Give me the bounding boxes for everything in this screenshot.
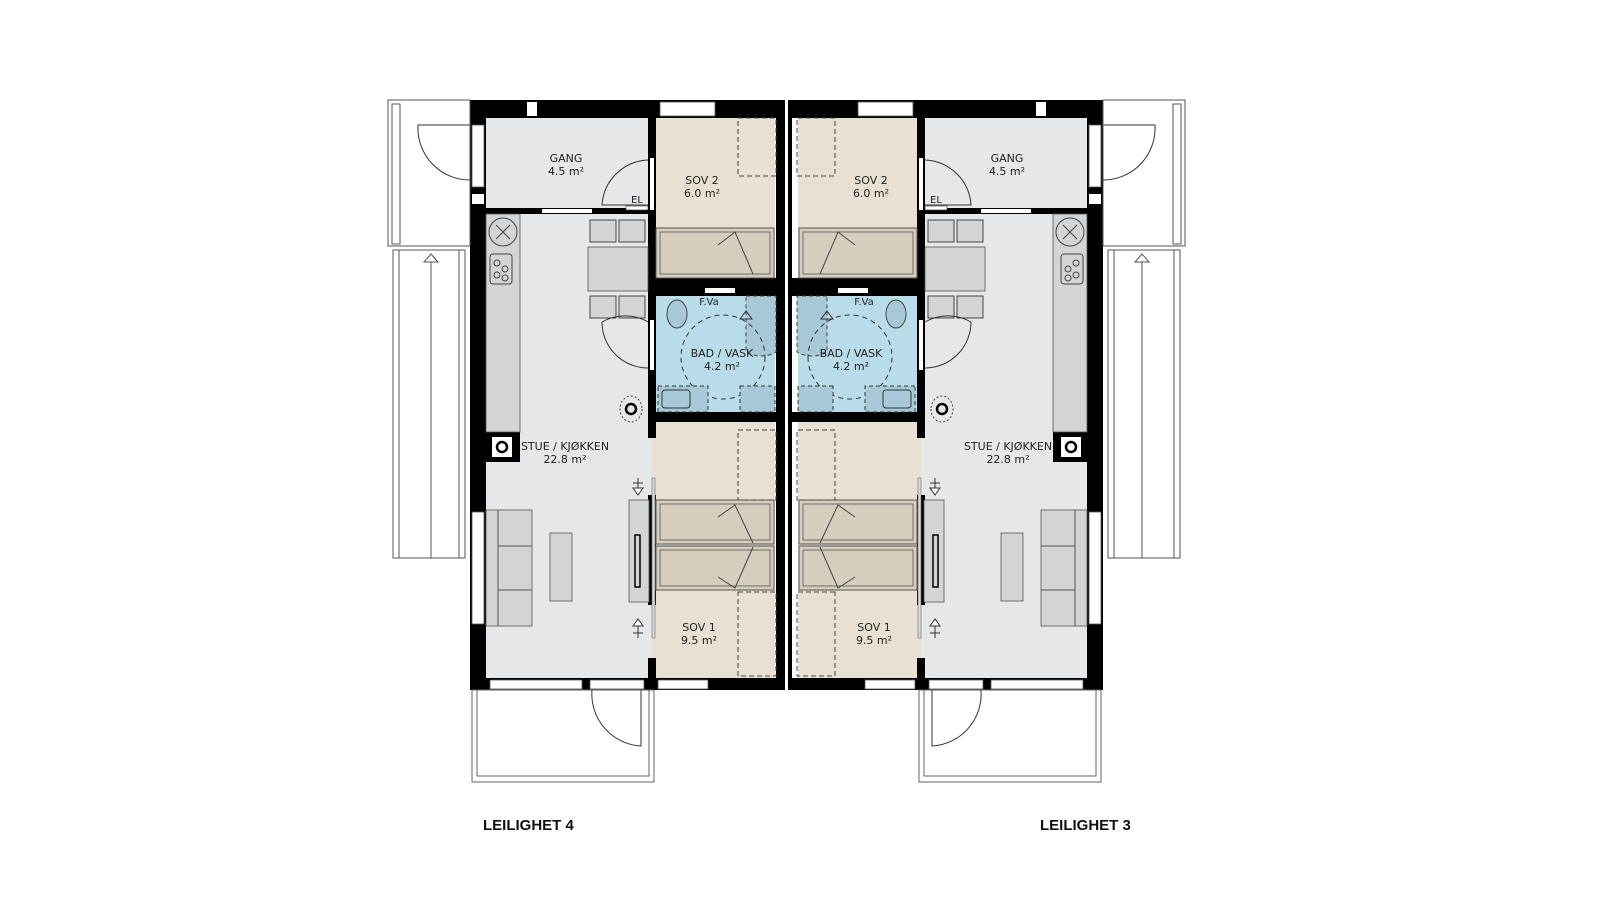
room-area-bad: 4.2 m² [704,360,740,373]
chair [589,295,617,319]
balcony [471,689,655,783]
window [527,102,537,116]
coffee-table [549,532,573,602]
room-name-sov2: SOV 2 [685,174,718,187]
wardrobe-dashed [737,117,777,177]
window [489,679,583,690]
room-area-sov2: 6.0 m² [853,187,889,200]
door-opening [650,158,654,210]
bed [655,545,775,591]
room-area-stue: 22.8 m² [986,453,1029,466]
wall-bad-sov1 [648,412,790,422]
floor-gang [486,118,648,208]
el-label: EL [930,195,942,206]
unit-title: LEILIGHET 3 [1040,817,1131,834]
opening [542,209,592,213]
unit-leilighet-3-geometry [783,99,1186,783]
washbasin-icon [661,389,691,409]
room-name-bad: BAD / VASK [691,347,755,360]
room-name-stue: STUE / KJØKKEN [521,440,609,453]
ramp [392,249,466,559]
dining-table [587,246,649,292]
porch [387,99,471,247]
unit-title: LEILIGHET 4 [483,817,575,834]
room-area-gang: 4.5 m² [989,165,1025,178]
toilet-icon [666,299,688,329]
room-area-sov2: 6.0 m² [684,187,720,200]
unit-leilighet-4: GANG 4.5 m² SOV 2 6.0 m² BAD / VASK 4.2 … [387,99,790,834]
bath-door-opening [650,320,654,370]
room-area-bad: 4.2 m² [833,360,869,373]
door-swing [601,315,649,369]
bed [655,499,775,545]
wardrobe-dashed [737,429,777,501]
room-name-bad: BAD / VASK [820,347,884,360]
wall-sov2-bad [648,278,790,296]
door-swing [601,159,649,206]
el-label: EL [631,195,643,206]
room-name-gang: GANG [991,152,1024,165]
sliding-door [651,477,656,639]
kitchen-counter [485,213,521,433]
room-name-stue: STUE / KJØKKEN [964,440,1052,453]
electric-panel [625,205,649,211]
washing-machine [739,385,776,413]
room-name-sov2: SOV 2 [854,174,887,187]
ramp-arrow-icon [422,253,440,263]
flue-icon [495,440,509,454]
chair [589,219,617,243]
stove-icon [489,253,513,285]
room-area-stue: 22.8 m² [543,453,586,466]
window [657,679,709,690]
fva-label: F.Va [699,297,719,308]
entrance-door-swing [417,124,472,181]
entrance-door-opening [471,124,485,188]
room-name-sov1: SOV 1 [682,621,715,634]
unit-leilighet-3: GANG 4.5 m² SOV 2 6.0 m² BAD / VASK 4.2 … [820,152,1131,834]
room-area-sov1: 9.5 m² [856,634,892,647]
sliding-door-arrow-icon [632,478,644,638]
party-wall-gap [785,100,788,690]
opening [472,194,484,204]
room-name-sov1: SOV 1 [857,621,890,634]
shower-head-icon [739,310,753,320]
turning-circle [680,314,766,400]
fva-label: F.Va [854,297,874,308]
chimney-flue [492,437,512,457]
room-area-sov1: 9.5 m² [681,634,717,647]
wall [648,658,656,680]
wardrobe-dashed [737,591,777,677]
tv-icon [634,534,641,588]
window [659,101,716,117]
wall-top [470,100,790,118]
chair [618,295,646,319]
vent [705,288,735,293]
room-area-gang: 4.5 m² [548,165,584,178]
balcony-door-opening [589,679,645,690]
balcony-door-swing [591,689,642,747]
sofa [485,509,533,627]
shower-area [745,295,777,357]
chair [618,219,646,243]
bed [655,227,775,279]
tv-unit [628,499,650,603]
room-name-gang: GANG [550,152,583,165]
window-living [471,511,485,625]
smoke-detector-icon [619,395,643,423]
